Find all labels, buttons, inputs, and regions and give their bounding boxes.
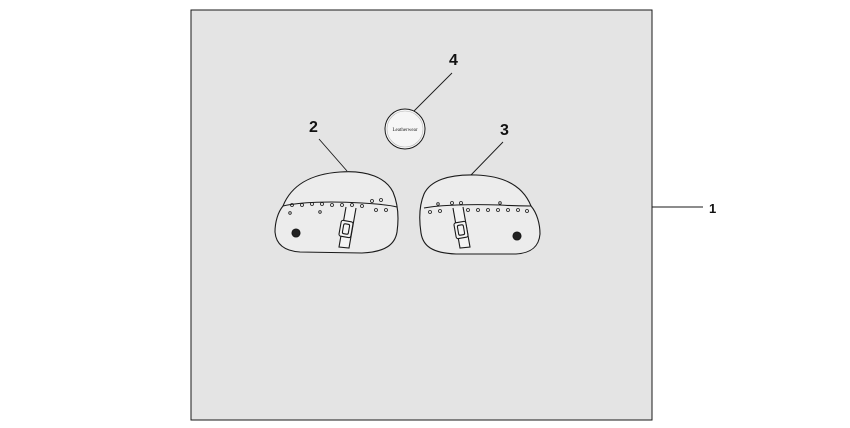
callout-2-label: 2 [309, 119, 318, 136]
left-saddlebag [274, 171, 399, 254]
emblem-text: Leatherwear [393, 128, 418, 133]
callout-3-leader [469, 141, 504, 177]
callout-2-leader [318, 138, 348, 172]
callout-3-label: 3 [500, 122, 509, 139]
callout-1-label: 1 [709, 201, 716, 216]
right-saddlebag [419, 174, 541, 255]
callout-4-label: 4 [449, 52, 458, 69]
callout-4-leader [413, 72, 453, 112]
emblem-badge: Leatherwear [384, 108, 426, 150]
